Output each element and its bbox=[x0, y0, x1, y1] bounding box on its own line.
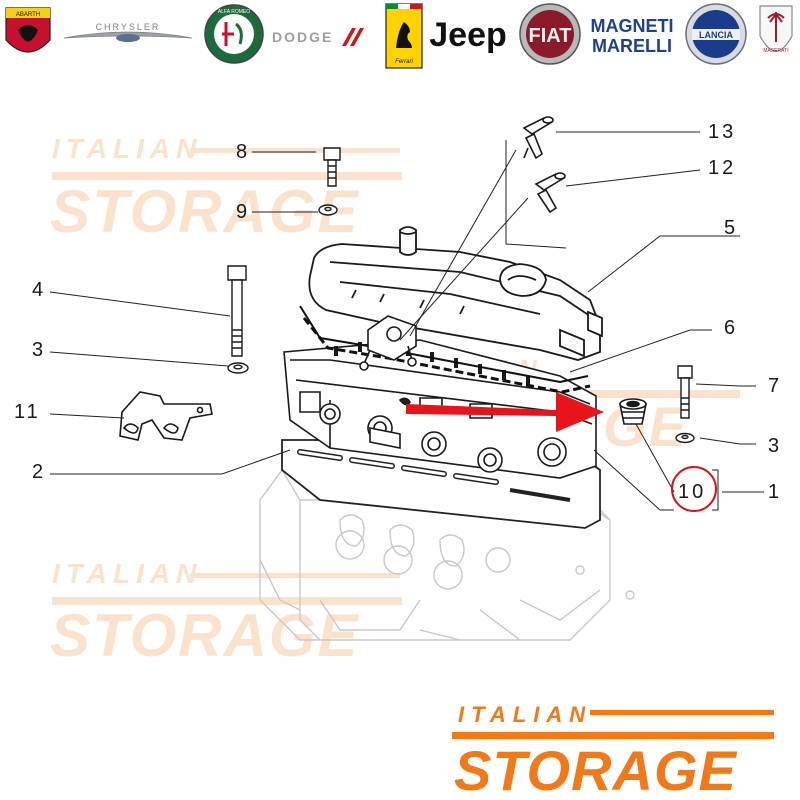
watermark-top-line1: ITALIAN bbox=[52, 133, 202, 164]
part-3-washer-left bbox=[227, 362, 249, 374]
callout-10: 10 bbox=[678, 481, 706, 503]
leader-5 bbox=[587, 235, 740, 293]
part-3-washer-right bbox=[675, 432, 695, 444]
callout-8: 8 bbox=[236, 141, 250, 163]
bracket-1 bbox=[712, 469, 719, 511]
leader-10-lower bbox=[593, 449, 674, 511]
callout-12: 12 bbox=[708, 157, 736, 179]
watermark-bottom: ITALIAN STORAGE bbox=[50, 558, 402, 669]
part-9-washer bbox=[318, 204, 338, 216]
alfa-romeo-logo: ALFA ROMEO bbox=[204, 4, 264, 64]
callout-3-right: 3 bbox=[768, 435, 782, 457]
part-4-long-bolt bbox=[227, 265, 247, 357]
watermark-top: ITALIAN STORAGE bbox=[50, 133, 402, 245]
callout-2: 2 bbox=[32, 461, 46, 483]
magneti-marelli-logo: MAGNETI MARELLI bbox=[591, 16, 674, 56]
part-11-bracket bbox=[119, 391, 213, 441]
leader-7 bbox=[695, 383, 756, 387]
footer-logo-line2: STORAGE bbox=[454, 739, 738, 800]
magneti-marelli-line2: MARELLI bbox=[592, 36, 672, 56]
ferrari-logo-text: Ferrari bbox=[395, 59, 413, 65]
footer-logo-line1: ITALIAN bbox=[458, 702, 592, 727]
fiat-logo-text: FIAT bbox=[529, 25, 572, 47]
leader-12-diag bbox=[399, 197, 529, 341]
callout-9: 9 bbox=[236, 201, 250, 223]
maserati-logo: MASERATI bbox=[759, 5, 793, 54]
leader-4 bbox=[49, 291, 231, 317]
abarth-logo-text: ABARTH bbox=[16, 12, 40, 18]
watermark-bottom-line1: ITALIAN bbox=[52, 558, 202, 589]
lancia-logo-text: LANCIA bbox=[699, 30, 733, 40]
part-13-fitting bbox=[522, 116, 554, 160]
footer-brand-logo: ITALIAN STORAGE bbox=[452, 702, 774, 800]
leader-3-left bbox=[49, 351, 229, 367]
valve-cover-drawing bbox=[308, 226, 603, 361]
leader-2 bbox=[50, 449, 291, 475]
leader-12 bbox=[565, 169, 701, 187]
leader-3-right bbox=[699, 437, 756, 445]
leader-11 bbox=[49, 413, 125, 419]
callout-1: 1 bbox=[768, 481, 782, 503]
highlight-circle-part-10 bbox=[671, 466, 717, 512]
fiat-logo: FIAT bbox=[519, 3, 581, 65]
dodge-logo-text: DODGE bbox=[272, 29, 333, 45]
callout-labels: 8 9 4 3 11 2 13 12 5 6 7 3 1 10 bbox=[14, 121, 782, 503]
abarth-logo: ABARTH bbox=[5, 7, 51, 53]
leader-13-diag bbox=[409, 149, 517, 337]
ferrari-logo: Ferrari bbox=[385, 3, 423, 69]
callout-11: 11 bbox=[14, 401, 41, 423]
part-8-bolt bbox=[323, 147, 341, 187]
leader-lines bbox=[49, 131, 764, 511]
breather-fitting-drawing bbox=[359, 315, 417, 371]
brand-logo-bar: ABARTH CHRYSLER ALFA ROMEO DODGE bbox=[5, 3, 793, 69]
callout-6: 6 bbox=[724, 317, 738, 339]
callout-7: 7 bbox=[768, 375, 782, 397]
maserati-logo-text: MASERATI bbox=[763, 48, 788, 54]
alfa-romeo-logo-text: ALFA ROMEO bbox=[218, 9, 250, 15]
callout-3-left: 3 bbox=[32, 339, 46, 361]
highlight-arrow bbox=[406, 392, 604, 432]
leader-10 bbox=[635, 423, 675, 493]
watermark-bottom-line2: STORAGE bbox=[50, 602, 360, 669]
jeep-logo-text: Jeep bbox=[429, 16, 507, 54]
dodge-logo: DODGE bbox=[272, 28, 364, 46]
callout-13: 13 bbox=[708, 121, 736, 143]
callout-4: 4 bbox=[32, 279, 46, 301]
part-12-fitting bbox=[534, 172, 566, 214]
chrysler-logo: CHRYSLER bbox=[63, 22, 193, 42]
part-10-plug[interactable] bbox=[619, 398, 647, 425]
part-7-bolt bbox=[677, 365, 693, 419]
leader-13-vertical bbox=[505, 140, 567, 249]
magneti-marelli-line1: MAGNETI bbox=[591, 16, 674, 36]
chrysler-logo-text: CHRYSLER bbox=[96, 22, 161, 32]
jeep-logo: Jeep bbox=[429, 16, 507, 54]
callout-5: 5 bbox=[724, 217, 738, 239]
lancia-logo: LANCIA bbox=[685, 3, 747, 65]
leader-6 bbox=[569, 329, 712, 373]
